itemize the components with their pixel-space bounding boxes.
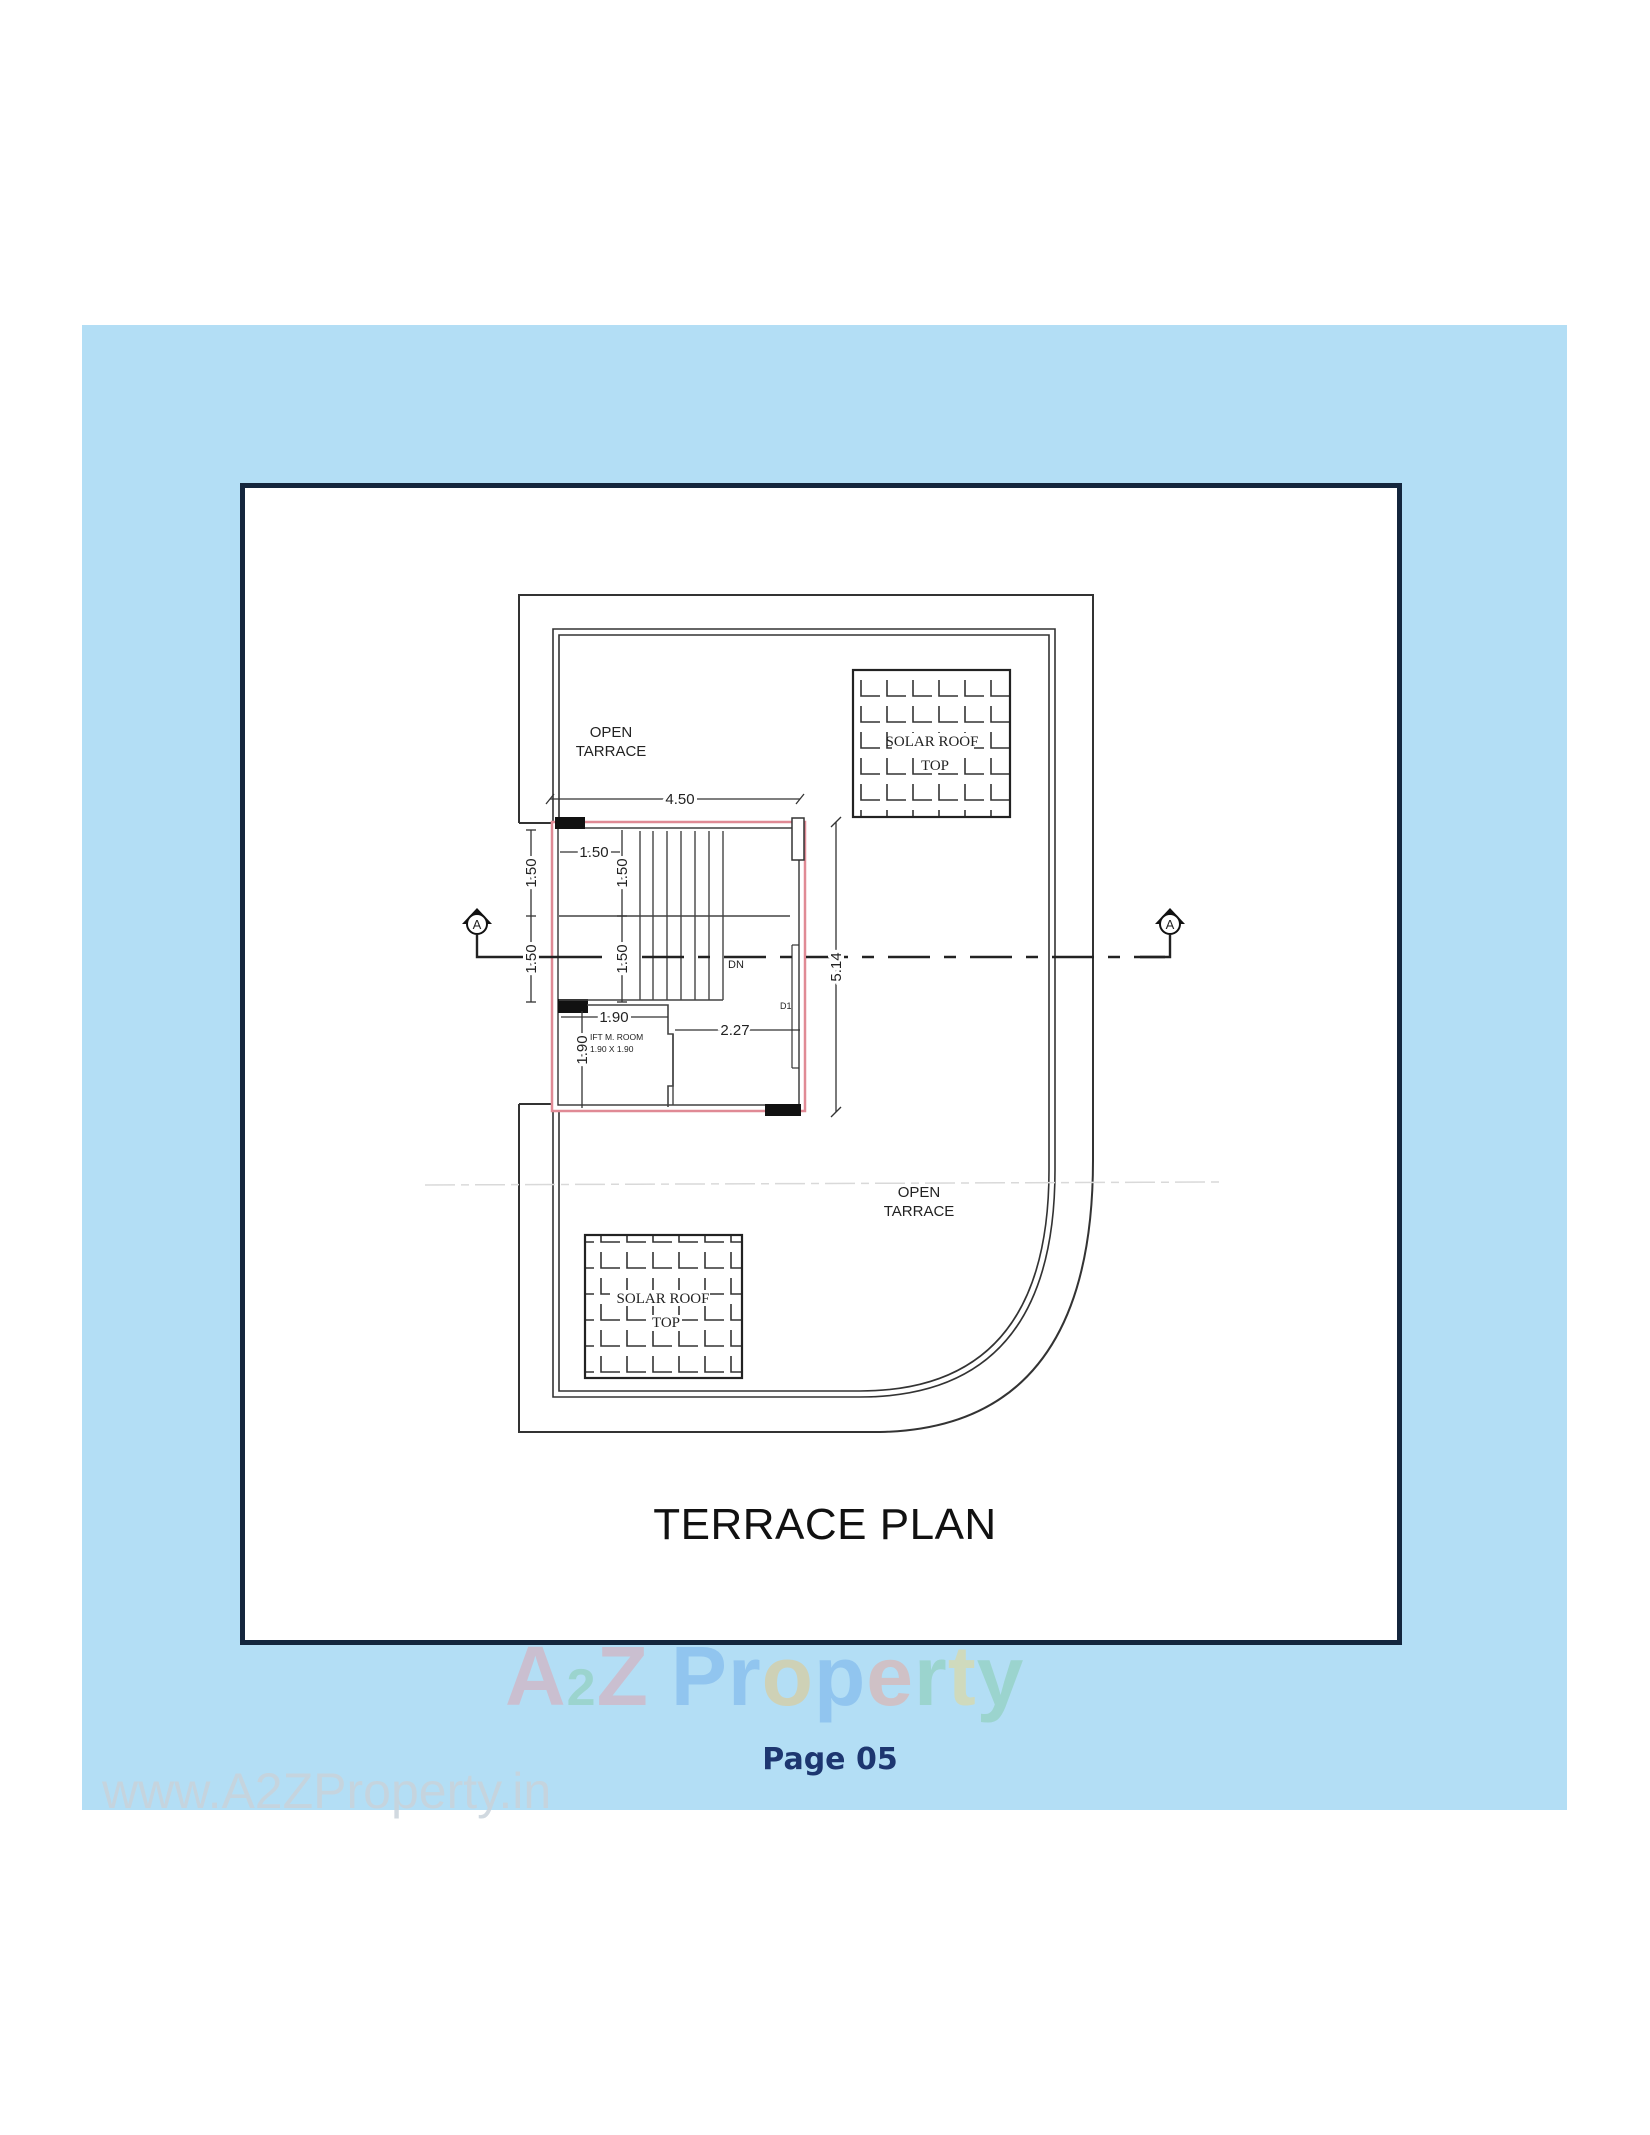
svg-text:TOP: TOP bbox=[652, 1315, 680, 1331]
svg-text:1.50: 1.50 bbox=[614, 944, 631, 973]
brand-letter: Z bbox=[596, 1629, 649, 1723]
dimension-labels: 4.50 1.50 1.50 1.50 1.50 1.50 1.90 1.90 … bbox=[520, 788, 848, 1068]
page-number: Page 05 bbox=[762, 1742, 898, 1777]
svg-text:1.90: 1.90 bbox=[574, 1035, 591, 1064]
svg-text:1.50: 1.50 bbox=[523, 858, 540, 887]
svg-text:A: A bbox=[1166, 917, 1175, 932]
svg-text:TARRACE: TARRACE bbox=[884, 1203, 955, 1220]
outer-wall bbox=[518, 594, 1094, 1433]
section-line bbox=[475, 935, 1172, 959]
svg-text:OPEN: OPEN bbox=[590, 724, 633, 741]
svg-text:SOLAR ROOF: SOLAR ROOF bbox=[886, 734, 979, 750]
svg-text:OPEN: OPEN bbox=[898, 1184, 941, 1201]
svg-text:2.27: 2.27 bbox=[720, 1022, 749, 1039]
svg-text:5.14: 5.14 bbox=[828, 952, 845, 981]
svg-text:1.50: 1.50 bbox=[523, 944, 540, 973]
svg-text:SOLAR ROOF: SOLAR ROOF bbox=[617, 1291, 710, 1307]
open-terrace-top-label: OPEN TARRACE bbox=[576, 724, 647, 760]
svg-text:1.50: 1.50 bbox=[614, 858, 631, 887]
plan-title: TERRACE PLAN bbox=[653, 1500, 997, 1549]
dimension-lines bbox=[526, 793, 842, 1118]
website-watermark: www.A2ZProperty.in bbox=[102, 1763, 552, 1819]
solar-roof-top-panel-lower: SOLAR ROOF TOP bbox=[583, 1233, 744, 1380]
brand-letter: e bbox=[866, 1629, 914, 1723]
brand-letter: P bbox=[670, 1629, 728, 1723]
brand-letter: A bbox=[505, 1629, 567, 1723]
brand-letter: r bbox=[727, 1629, 762, 1723]
svg-text:4.50: 4.50 bbox=[665, 791, 694, 808]
brand-letter: t bbox=[947, 1629, 977, 1723]
section-marker-left: A bbox=[462, 908, 492, 935]
solar-roof-top-panel-upper: SOLAR ROOF TOP bbox=[851, 668, 1012, 819]
brand-letter: r bbox=[913, 1629, 948, 1723]
svg-text:1.90: 1.90 bbox=[599, 1009, 628, 1026]
stair-dn-label: DN bbox=[728, 959, 744, 971]
brand-letter: y bbox=[976, 1629, 1025, 1723]
svg-text:TOP: TOP bbox=[921, 758, 949, 774]
stair-block bbox=[550, 817, 807, 1116]
open-terrace-bottom-label: OPEN TARRACE bbox=[884, 1184, 955, 1220]
brand-letter: o bbox=[761, 1629, 814, 1723]
lift-room-label: IFT M. ROOM bbox=[590, 1032, 643, 1042]
svg-text:TARRACE: TARRACE bbox=[576, 743, 647, 760]
brand-letter: 2 bbox=[566, 1659, 597, 1717]
drawing-frame bbox=[240, 483, 1402, 1645]
lift-room-size: 1.90 X 1.90 bbox=[590, 1044, 634, 1054]
section-marker-right: A bbox=[1155, 908, 1185, 935]
svg-text:A: A bbox=[473, 917, 482, 932]
brand-letter: p bbox=[813, 1629, 867, 1723]
svg-text:1.50: 1.50 bbox=[579, 844, 608, 861]
parapet bbox=[552, 628, 1056, 1398]
door-tag: D1 bbox=[780, 1001, 792, 1011]
